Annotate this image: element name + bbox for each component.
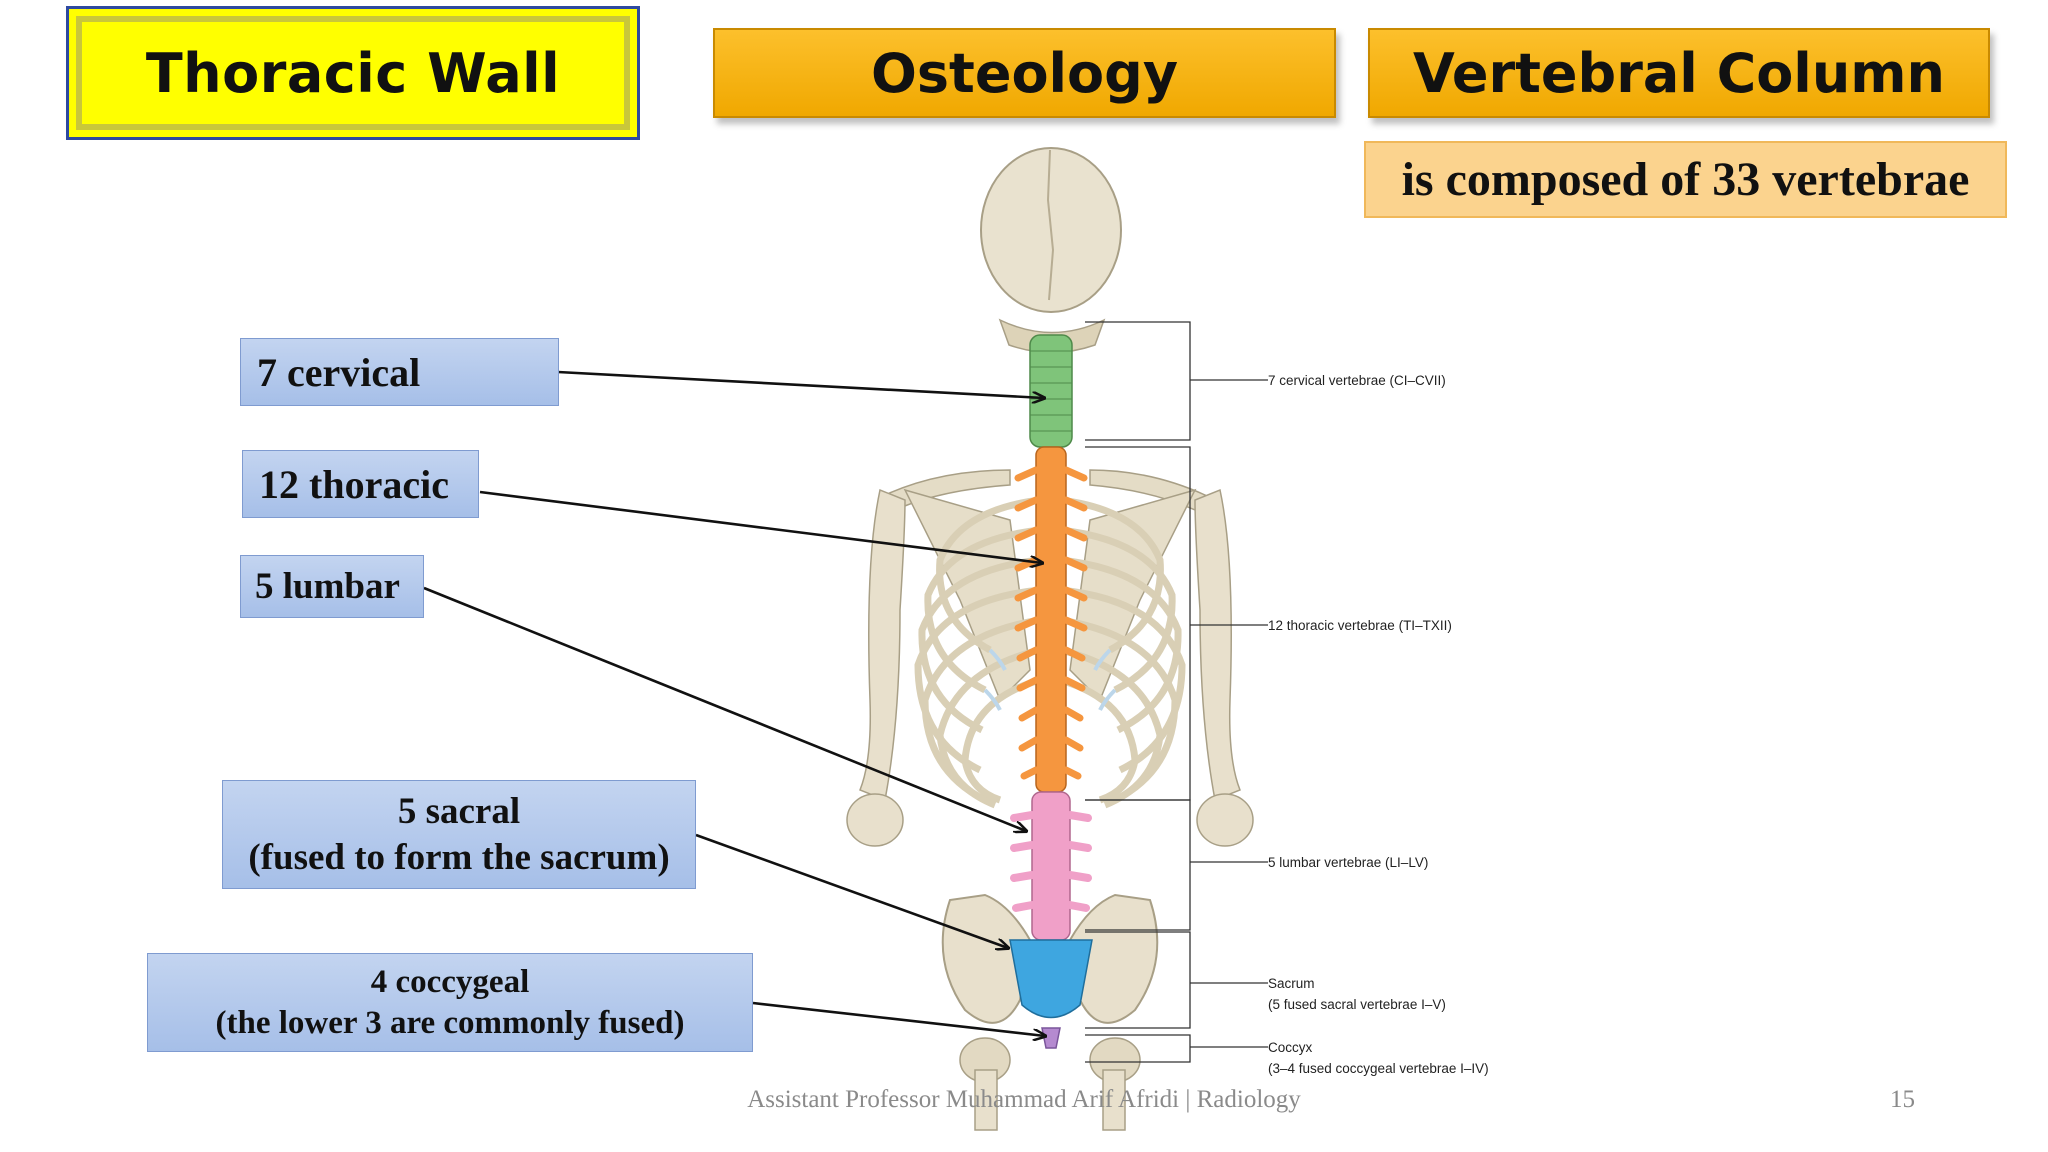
label-sacral-line2: (fused to form the sacrum) bbox=[248, 836, 670, 878]
lumbar-spine bbox=[1010, 791, 1092, 941]
note-sacrum-title: Sacrum bbox=[1268, 976, 1315, 991]
label-sacral: 5 sacral (fused to form the sacrum) bbox=[222, 780, 696, 889]
sacrum bbox=[1009, 939, 1093, 1019]
pointer-arrows bbox=[423, 370, 1045, 1036]
pelvis bbox=[941, 893, 1159, 1131]
label-coccygeal-line2: (the lower 3 are commonly fused) bbox=[215, 1004, 685, 1041]
footer-credit: Assistant Professor Muhammad Arif Afridi… bbox=[747, 1086, 1301, 1113]
note-coccyx-detail: (3–4 fused coccygeal vertebrae I–IV) bbox=[1268, 1061, 1489, 1076]
arrow-sacral bbox=[695, 833, 1008, 948]
note-thoracic: 12 thoracic vertebrae (TI–TXII) bbox=[1268, 618, 1452, 633]
composition-statement: is composed of 33 vertebrae bbox=[1364, 141, 2007, 218]
arrow-coccygeal bbox=[752, 1001, 1045, 1036]
coccyx bbox=[1041, 1027, 1061, 1049]
arm-bones bbox=[846, 488, 1254, 847]
label-coccygeal: 4 coccygeal (the lower 3 are commonly fu… bbox=[147, 953, 753, 1052]
costal-cartilage bbox=[983, 648, 1117, 711]
label-thoracic: 12 thoracic bbox=[242, 450, 479, 518]
note-coccyx-title: Coccyx bbox=[1268, 1040, 1313, 1055]
vertebral-column-title: Vertebral Column bbox=[1368, 28, 1990, 118]
note-sacrum-detail: (5 fused sacral vertebrae I–V) bbox=[1268, 997, 1446, 1012]
arrow-thoracic bbox=[479, 490, 1042, 563]
label-lumbar: 5 lumbar bbox=[240, 555, 424, 618]
region-brackets bbox=[1085, 321, 1268, 1063]
label-cervical: 7 cervical bbox=[240, 338, 559, 406]
osteology-title: Osteology bbox=[713, 28, 1336, 118]
arrow-cervical bbox=[557, 370, 1044, 398]
label-cervical-text: 7 cervical bbox=[257, 349, 421, 395]
cervical-spine bbox=[1029, 334, 1073, 448]
arrow-lumbar bbox=[423, 586, 1026, 831]
page-number: 15 bbox=[1890, 1086, 1915, 1113]
note-cervical: 7 cervical vertebrae (CI–CVII) bbox=[1268, 373, 1446, 388]
label-sacral-line1: 5 sacral bbox=[397, 790, 521, 832]
label-coccygeal-line1: 4 coccygeal bbox=[370, 963, 530, 1000]
label-thoracic-text: 12 thoracic bbox=[259, 461, 449, 507]
thoracic-wall-title: Thoracic Wall bbox=[66, 6, 640, 140]
note-lumbar: 5 lumbar vertebrae (LI–LV) bbox=[1268, 855, 1428, 870]
label-lumbar-text: 5 lumbar bbox=[255, 566, 400, 607]
thoracic-spine bbox=[1014, 446, 1088, 793]
